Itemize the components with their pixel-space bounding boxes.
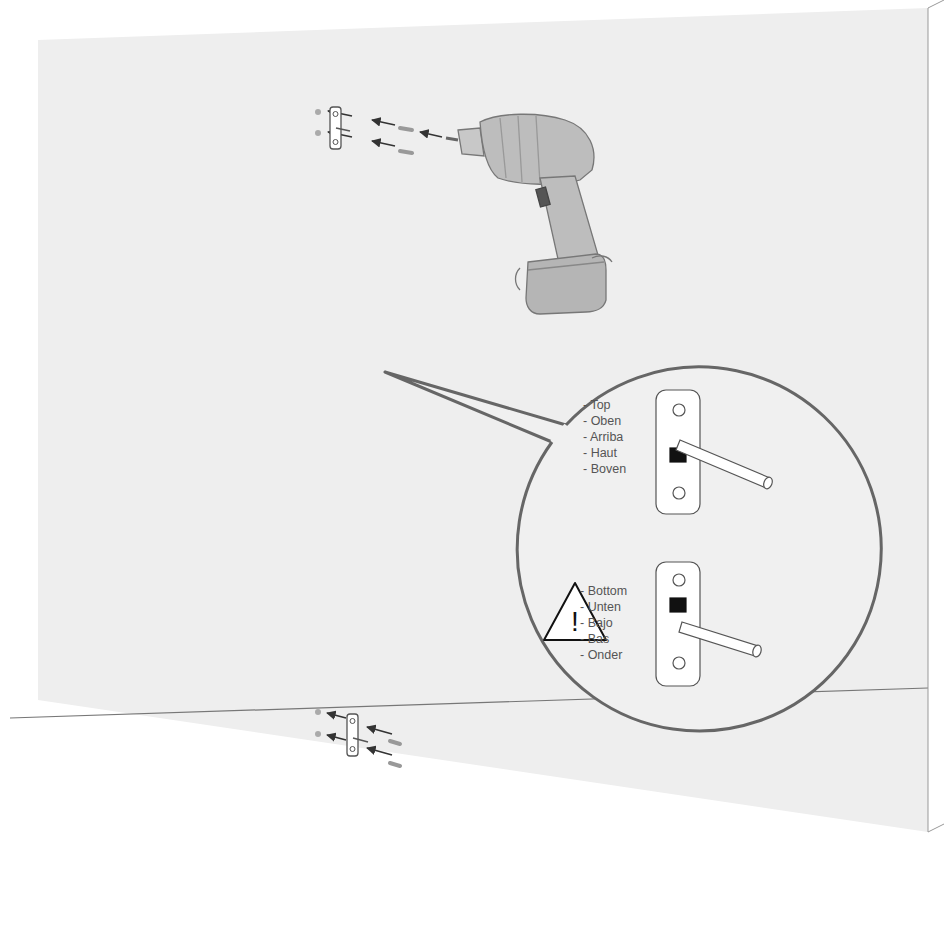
orientation-label: - Haut (583, 446, 617, 461)
top-bracket-assembly (315, 107, 442, 153)
corner-line (928, 8, 929, 832)
callout-bubble (385, 367, 881, 731)
wall (38, 8, 928, 832)
orientation-label: - Boven (583, 462, 626, 477)
orientation-label: - Oben (583, 414, 621, 429)
bottom-bracket-assembly (315, 709, 400, 766)
orientation-label: - Unten (580, 600, 621, 615)
orientation-label: - Bas (580, 632, 609, 647)
top-bracket-detail (656, 390, 774, 514)
orientation-label: - Bajo (580, 616, 613, 631)
orientation-label: - Arriba (583, 430, 623, 445)
bottom-bracket-detail (656, 562, 763, 686)
warning-mark: ! (571, 608, 579, 636)
drill (446, 114, 612, 314)
orientation-label: - Top (583, 398, 611, 413)
orientation-label: - Bottom (580, 584, 627, 599)
orientation-label: - Onder (580, 648, 622, 663)
